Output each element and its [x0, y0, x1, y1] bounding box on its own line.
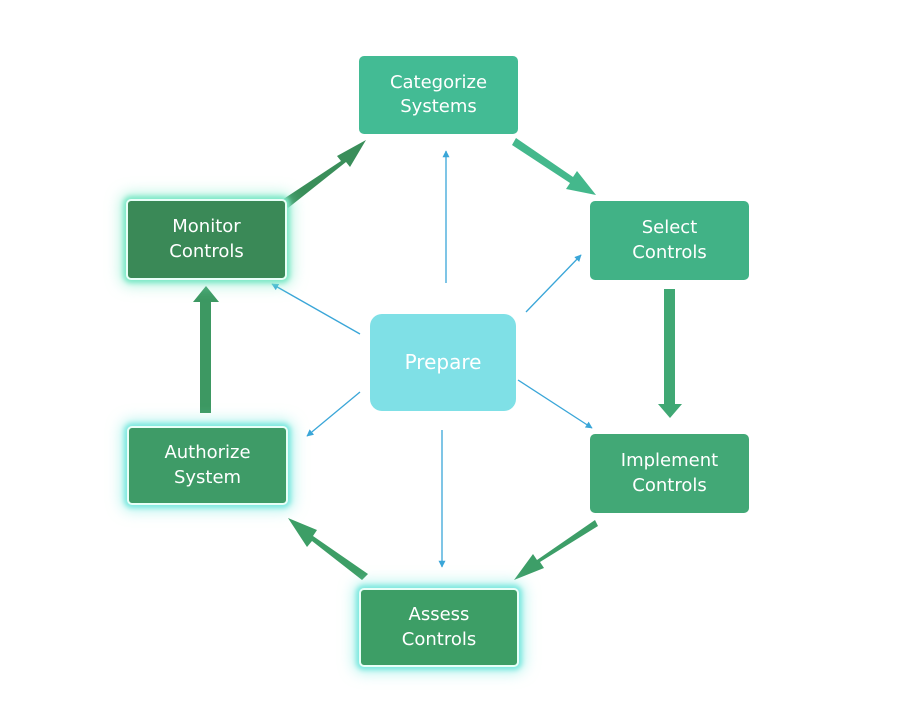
monitor-controls-box: Monitor Controls: [126, 199, 287, 280]
thin-arrow-prepare-to-implement: [517, 379, 593, 429]
prepare-box: Prepare: [370, 314, 516, 411]
assess-controls-box: Assess Controls: [359, 588, 519, 667]
thin-arrow-prepare-to-monitor: [271, 283, 361, 335]
arrow-implement-to-assess: [514, 520, 598, 580]
monitor-controls-label: Monitor Controls: [169, 216, 244, 262]
arrow-categorize-to-select: [512, 138, 596, 195]
implement-controls-label: Implement Controls: [620, 450, 719, 496]
thin-arrow-prepare-to-authorize: [306, 391, 361, 437]
arrow-select-to-implement: [658, 289, 682, 418]
arrow-assess-to-authorize: [288, 518, 368, 580]
authorize-system-box: Authorize System: [127, 426, 288, 505]
categorize-systems-label: Categorize Systems: [389, 71, 488, 117]
prepare-label: Prepare: [404, 350, 482, 374]
authorize-system-label: Authorize System: [164, 442, 251, 488]
arrow-monitor-to-categorize: [282, 140, 366, 208]
arrow-authorize-to-monitor: [193, 286, 219, 413]
select-controls-box: Select Controls: [590, 201, 749, 280]
implement-controls-box: Implement Controls: [590, 434, 749, 513]
categorize-systems-box: Categorize Systems: [359, 56, 518, 134]
thin-arrow-prepare-to-select: [525, 254, 582, 313]
select-controls-label: Select Controls: [632, 217, 707, 263]
assess-controls-label: Assess Controls: [401, 604, 477, 650]
